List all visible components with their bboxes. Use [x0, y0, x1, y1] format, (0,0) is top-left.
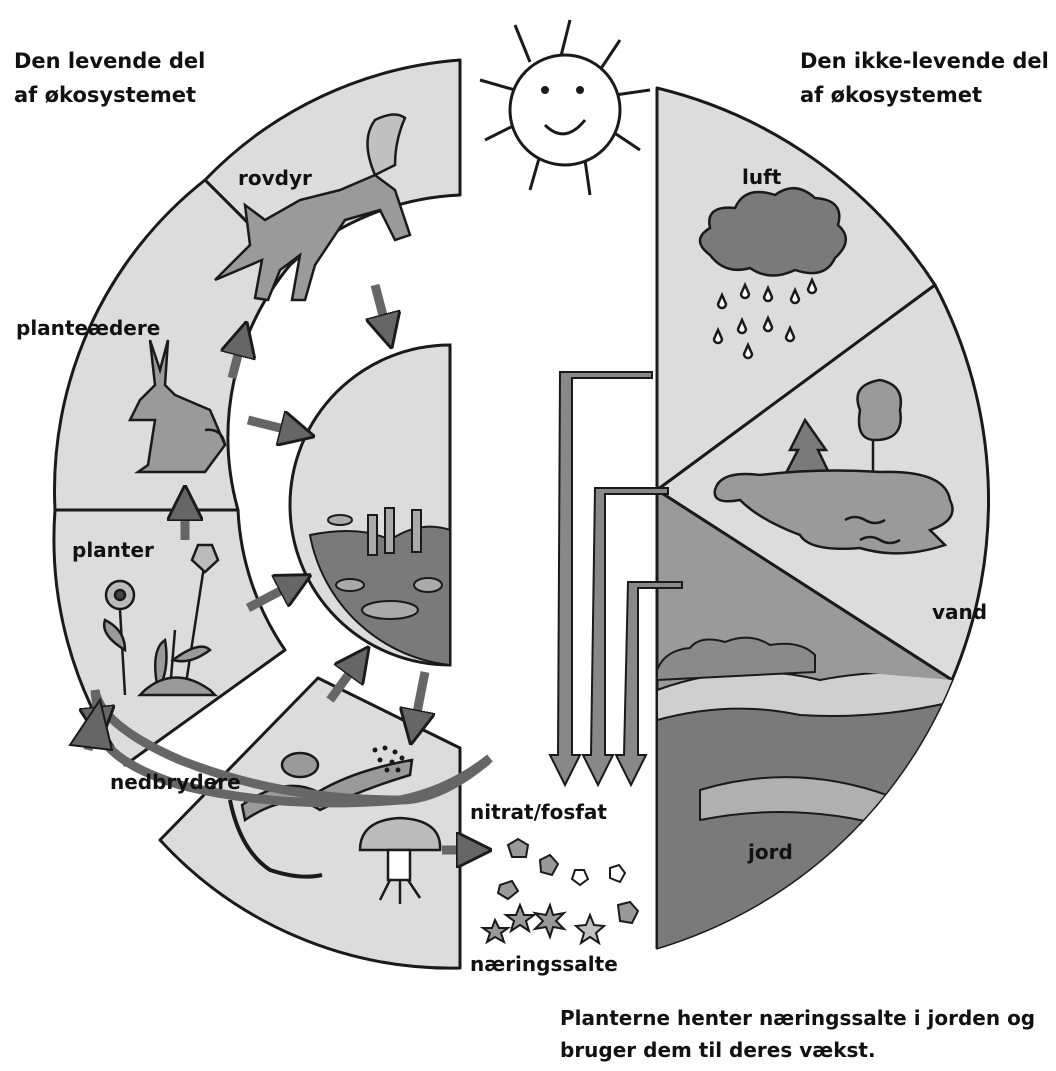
label-water: vand — [932, 600, 987, 624]
label-nitrate-phosphate: nitrat/fosfat — [470, 800, 607, 824]
nutrients-icon — [483, 839, 638, 943]
nonliving-heading-line2: af økosystemet — [800, 78, 982, 112]
center-dead-matter — [290, 345, 450, 665]
label-plants: planter — [72, 538, 154, 562]
label-air: luft — [742, 165, 781, 189]
nonliving-heading-line1: Den ikke-levende del — [800, 44, 1049, 78]
label-decomposers: nedbrydere — [110, 770, 241, 794]
label-predators: rovdyr — [238, 166, 312, 190]
living-heading-line1: Den levende del — [14, 44, 205, 78]
sun-icon — [480, 20, 650, 195]
living-heading-line2: af økosystemet — [14, 78, 196, 112]
caption-line1: Planterne henter næringssalte i jorden o… — [560, 1002, 1035, 1034]
label-nutrient-salts: næringssalte — [470, 952, 618, 976]
label-soil: jord — [748, 840, 793, 864]
label-herbivores: planteædere — [16, 316, 160, 340]
caption-line2: bruger dem til deres vækst. — [560, 1034, 876, 1066]
